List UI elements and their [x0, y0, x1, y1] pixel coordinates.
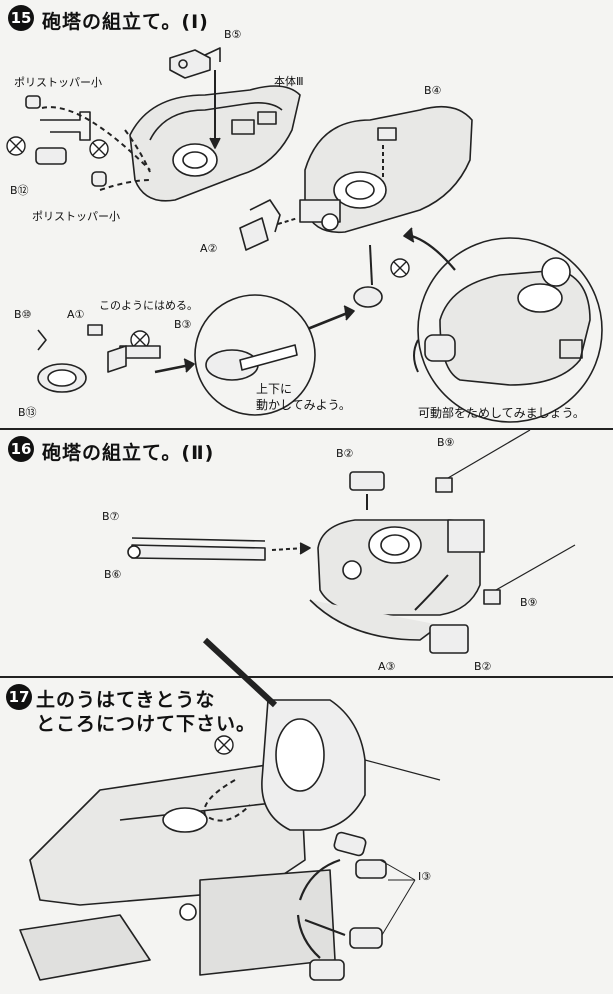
divider-15-16 [0, 428, 613, 430]
step-16-title: 砲塔の組立て。(Ⅱ) [42, 442, 215, 464]
label-fit-note: このようにはめる。 [99, 299, 198, 312]
label-b6: B⑥ [104, 568, 122, 581]
label-b3: B③ [174, 318, 192, 331]
label-a1: A① [67, 308, 85, 321]
label-b12: B⑫ [10, 184, 29, 197]
label-b5: B⑤ [224, 28, 242, 41]
part-b2-bottom [429, 624, 469, 654]
label-b2-top: B② [336, 447, 354, 460]
step-17-badge: 17 [6, 684, 32, 710]
movable-parts-note: 可動部をためしてみましょう。 [418, 406, 585, 420]
gun-barrel-parts-b6-b7 [127, 537, 266, 561]
sandbags [309, 831, 387, 981]
part-a2 [239, 199, 281, 251]
magnified-view-lower [194, 294, 316, 416]
turret-on-vehicle [202, 637, 441, 831]
label-b4: B④ [424, 84, 442, 97]
part-b5 [169, 47, 221, 79]
step-17-title-line1: 土のうはてきとうな [36, 689, 216, 711]
label-b9-top: B⑨ [437, 436, 455, 449]
part-b2-top [349, 471, 385, 491]
cap-piece [353, 244, 383, 308]
step-15-badge: 15 [8, 5, 34, 31]
step-17-title-line2: ところにつけて下さい。 [36, 713, 257, 735]
label-b7: B⑦ [102, 510, 120, 523]
turret-assembly-b4 [299, 105, 473, 234]
label-b13: B⑬ [18, 406, 37, 419]
label-b10: B⑩ [14, 308, 32, 321]
label-b9-side: B⑨ [520, 596, 538, 609]
x-marks [6, 136, 410, 755]
step-15-title: 砲塔の組立て。(Ⅰ) [42, 11, 209, 33]
label-b2-bottom: B② [474, 660, 492, 673]
antenna-b9-top [435, 429, 531, 493]
turret-assembly-step16 [309, 519, 485, 641]
lower-left-parts [37, 324, 161, 393]
step-16-badge: 16 [8, 436, 34, 462]
antenna-b9-side [483, 544, 576, 605]
label-i3: I③ [418, 870, 432, 883]
polystopper-parts [25, 95, 107, 187]
label-a3: A③ [378, 660, 396, 673]
label-a2: A② [200, 242, 218, 255]
label-body3: 本体Ⅲ [274, 75, 304, 88]
divider-16-17 [0, 676, 613, 678]
label-polystopper-small-1: ポリストッパー小 [14, 76, 102, 89]
magnified-view-right [417, 237, 603, 423]
move-note-line2: 動かしてみよう。 [256, 398, 351, 412]
move-note-line1: 上下に [256, 382, 293, 396]
label-polystopper-small-2: ポリストッパー小 [32, 210, 120, 223]
